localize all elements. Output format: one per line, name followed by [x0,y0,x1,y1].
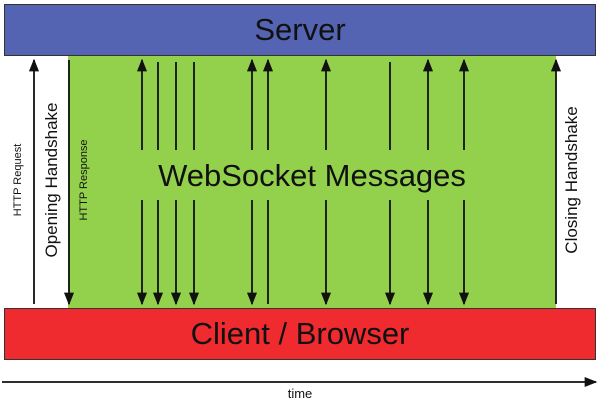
client-bar: Client / Browser [4,308,596,360]
websocket-messages-region [68,56,556,308]
server-bar: Server [4,4,596,56]
websocket-messages-label: WebSocket Messages [158,158,466,193]
client-label: Client / Browser [190,316,410,351]
server-label: Server [254,12,346,47]
time-label: time [287,386,313,401]
http-response-label: HTTP Response [78,139,90,221]
closing-handshake-label: Closing Handshake [562,106,581,254]
opening-handshake-label: Opening Handshake [42,102,61,258]
http-request-label: HTTP Request [12,143,24,217]
